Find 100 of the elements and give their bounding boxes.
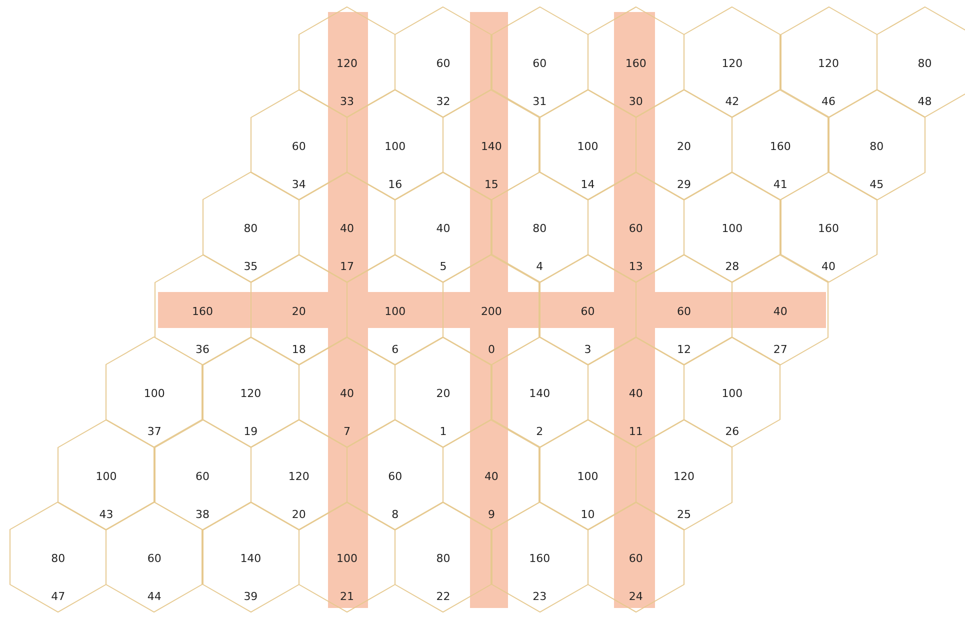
value-label: 120 (239, 387, 262, 400)
value-label: 120 (720, 57, 744, 70)
value-label: 160 (768, 140, 792, 152)
value-label: 100 (384, 304, 407, 318)
number-label: 9 (486, 508, 496, 520)
number-label: 27 (772, 342, 788, 356)
hex-tile (684, 7, 780, 117)
hex-tile (876, 7, 965, 117)
number-label: 5 (438, 260, 448, 273)
value-label: 60 (146, 552, 162, 565)
number-label: 8 (390, 508, 400, 520)
value-label: 160 (528, 552, 552, 565)
value-label: 160 (817, 222, 840, 235)
number-label: 12 (676, 342, 692, 356)
value-label: 140 (480, 140, 503, 152)
hex-tile (299, 7, 395, 117)
value-label: 100 (576, 140, 600, 152)
number-label: 31 (532, 95, 548, 108)
value-label: 120 (336, 57, 358, 70)
number-label: 41 (772, 178, 788, 190)
value-label: 60 (290, 140, 307, 152)
value-label: 120 (287, 470, 310, 482)
number-label: 0 (486, 342, 496, 356)
value-label: 60 (628, 552, 644, 565)
value-label: 80 (435, 552, 452, 565)
hex-tile (588, 7, 684, 117)
number-label: 28 (724, 260, 740, 273)
number-label: 19 (242, 425, 259, 438)
value-label: 80 (50, 552, 66, 565)
value-label: 140 (528, 387, 552, 400)
hex-tile (395, 7, 492, 117)
number-label: 29 (676, 178, 692, 190)
value-label: 100 (720, 222, 744, 235)
number-label: 10 (580, 508, 596, 520)
number-label: 32 (435, 95, 452, 108)
number-label: 6 (390, 342, 400, 356)
number-label: 11 (628, 425, 644, 438)
number-label: 20 (290, 508, 307, 520)
number-label: 3 (583, 342, 592, 356)
number-label: 26 (724, 425, 740, 438)
number-label: 13 (628, 260, 644, 273)
number-label: 1 (438, 425, 448, 438)
number-label: 38 (194, 508, 211, 520)
value-label: 40 (772, 304, 788, 318)
number-label: 45 (868, 178, 885, 190)
number-label: 14 (580, 178, 596, 190)
value-label: 160 (191, 304, 214, 318)
hex-tile (780, 7, 876, 117)
value-label: 140 (239, 552, 262, 565)
value-label: 60 (628, 222, 644, 235)
number-label: 17 (339, 260, 355, 273)
value-label: 100 (336, 552, 358, 565)
value-label: 160 (624, 57, 648, 70)
number-label: 15 (483, 178, 500, 190)
value-label: 20 (676, 140, 692, 152)
value-label: 100 (94, 470, 118, 482)
value-label: 40 (339, 387, 355, 400)
value-label: 40 (483, 470, 500, 482)
value-label: 80 (916, 57, 933, 70)
value-label: 100 (142, 387, 166, 400)
number-label: 43 (98, 508, 114, 520)
value-label: 40 (435, 222, 452, 235)
number-label: 48 (916, 95, 933, 108)
value-label: 100 (384, 140, 407, 152)
number-label: 44 (146, 590, 162, 603)
number-label: 40 (820, 260, 836, 273)
number-label: 16 (387, 178, 404, 190)
value-label: 60 (387, 470, 404, 482)
number-label: 4 (535, 260, 544, 273)
value-label: 100 (576, 470, 600, 482)
value-label: 20 (435, 387, 452, 400)
number-label: 34 (290, 178, 307, 190)
number-label: 18 (290, 342, 307, 356)
number-label: 22 (435, 590, 452, 603)
number-label: 24 (628, 590, 644, 603)
number-label: 2 (535, 425, 544, 438)
number-label: 36 (194, 342, 211, 356)
number-label: 39 (242, 590, 259, 603)
hex-tile (492, 7, 588, 117)
number-label: 42 (724, 95, 740, 108)
value-label: 80 (868, 140, 885, 152)
number-label: 37 (146, 425, 162, 438)
value-label: 60 (532, 57, 548, 70)
value-label: 120 (672, 470, 696, 482)
value-label: 60 (580, 304, 596, 318)
value-label: 200 (480, 304, 503, 318)
value-label: 60 (194, 470, 211, 482)
number-label: 21 (339, 590, 355, 603)
number-label: 47 (50, 590, 66, 603)
value-label: 40 (628, 387, 644, 400)
value-label: 60 (676, 304, 692, 318)
value-label: 100 (720, 387, 744, 400)
number-label: 33 (339, 95, 355, 108)
value-label: 120 (817, 57, 840, 70)
number-label: 7 (342, 425, 352, 438)
value-label: 80 (532, 222, 548, 235)
number-label: 23 (532, 590, 548, 603)
number-label: 30 (628, 95, 644, 108)
number-label: 46 (820, 95, 836, 108)
value-label: 80 (242, 222, 259, 235)
